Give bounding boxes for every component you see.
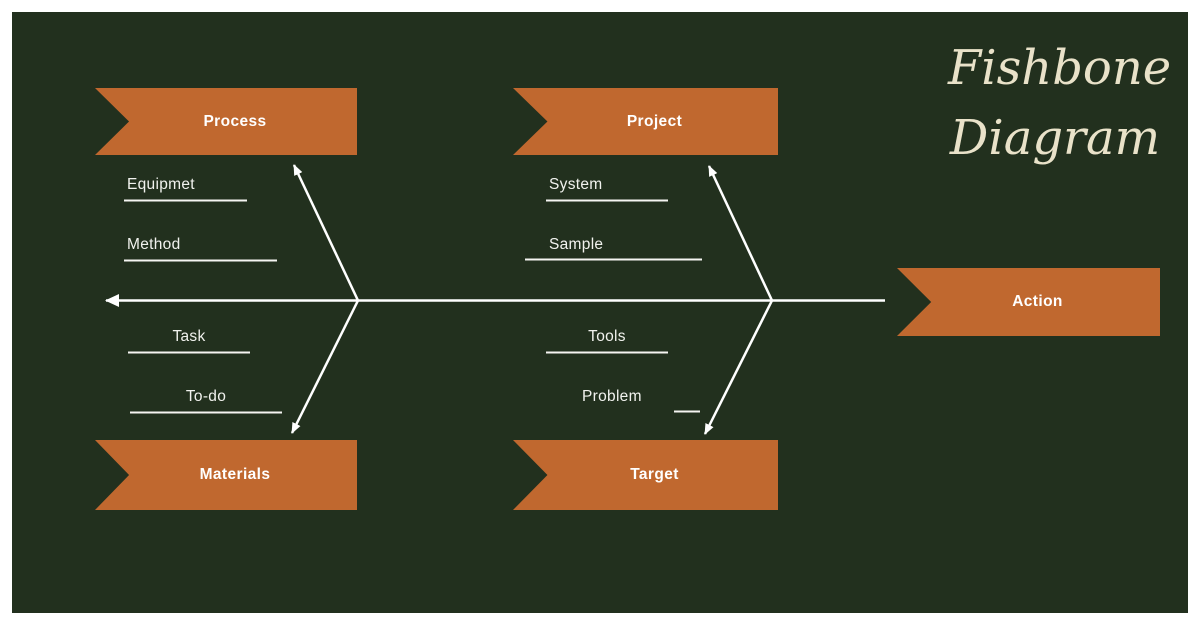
banner-target-label: Target [630, 466, 679, 483]
page-title: Fishbone Diagram [948, 34, 1172, 173]
banner-materials: Materials [95, 440, 357, 510]
cause-equipment: Equipmet [127, 176, 195, 193]
cause-tools: Tools [588, 328, 626, 345]
page-title-line2: Diagram [949, 109, 1161, 166]
cause-task: Task [172, 328, 206, 345]
cause-system: System [549, 176, 603, 193]
banner-target: Target [513, 440, 778, 510]
banner-action-label: Action [1012, 293, 1063, 310]
cause-sample: Sample [549, 236, 604, 253]
cause-problem: Problem [582, 388, 642, 405]
page-title-line1: Fishbone [948, 40, 1172, 96]
banner-project-label: Project [626, 112, 683, 130]
banner-materials-label: Materials [199, 466, 271, 483]
cause-todo: To-do [185, 388, 227, 405]
banner-project: Project [513, 88, 778, 155]
banner-action: Action [897, 268, 1160, 336]
banner-process: Process [95, 88, 357, 155]
banner-process-label: Process [203, 112, 267, 130]
cause-method: Method [127, 236, 181, 253]
